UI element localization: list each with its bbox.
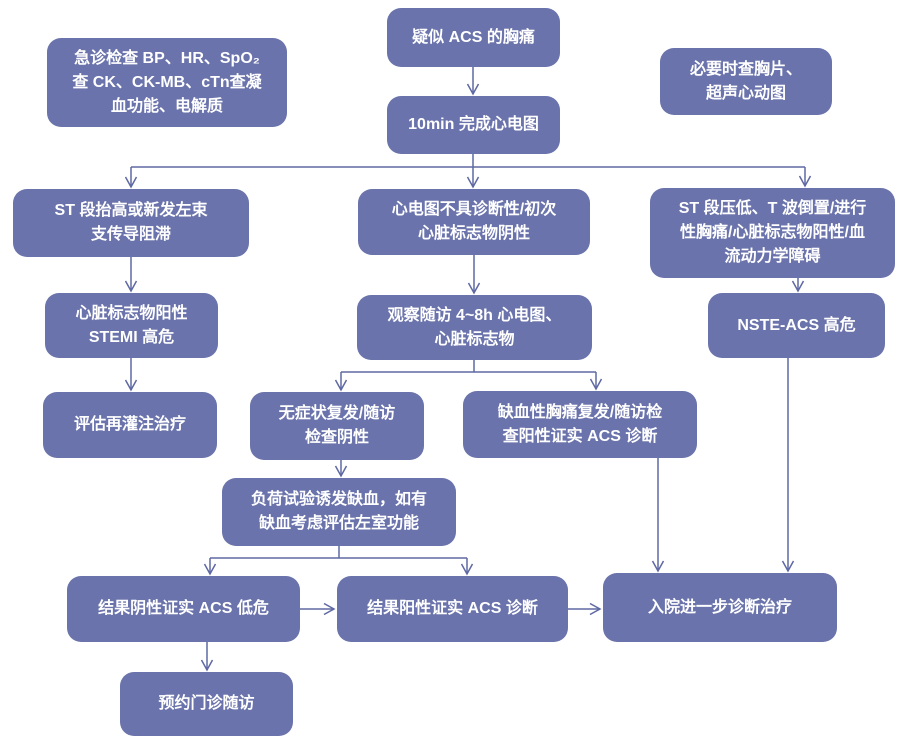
node-st-elevation-lbbb: ST 段抬高或新发左束 支传导阻滞 (13, 189, 249, 257)
node-admission-further-treatment: 入院进一步诊断治疗 (603, 573, 837, 642)
node-stress-test-evaluation: 负荷试验诱发缺血，如有 缺血考虑评估左室功能 (222, 478, 456, 546)
node-nste-acs-high-risk: NSTE-ACS 高危 (708, 293, 885, 358)
node-chest-xray-echo-note: 必要时查胸片、 超声心动图 (660, 48, 832, 115)
node-nondiagnostic-ecg: 心电图不具诊断性/初次 心脏标志物阴性 (358, 189, 590, 255)
node-reperfusion-evaluation: 评估再灌注治疗 (43, 392, 217, 458)
node-asymptomatic-negative: 无症状复发/随访 检查阴性 (250, 392, 424, 460)
node-negative-acs-low-risk: 结果阴性证实 ACS 低危 (67, 576, 300, 642)
node-st-depression-high-risk: ST 段压低、T 波倒置/进行 性胸痛/心脏标志物阳性/血 流动力学障碍 (650, 188, 895, 278)
node-positive-acs-diagnosis: 结果阳性证实 ACS 诊断 (337, 576, 568, 642)
node-observe-follow-up-4-8h: 观察随访 4~8h 心电图、 心脏标志物 (357, 295, 592, 360)
node-ischemic-pain-recurrence: 缺血性胸痛复发/随访检 查阳性证实 ACS 诊断 (463, 391, 697, 458)
node-outpatient-follow-up: 预约门诊随访 (120, 672, 293, 736)
node-stemi-high-risk: 心脏标志物阳性 STEMI 高危 (45, 293, 218, 358)
node-suspected-acs-chest-pain: 疑似 ACS 的胸痛 (387, 8, 560, 67)
node-ecg-within-10min: 10min 完成心电图 (387, 96, 560, 154)
node-er-initial-tests-note: 急诊检查 BP、HR、SpO₂ 查 CK、CK-MB、cTn查凝 血功能、电解质 (47, 38, 287, 127)
